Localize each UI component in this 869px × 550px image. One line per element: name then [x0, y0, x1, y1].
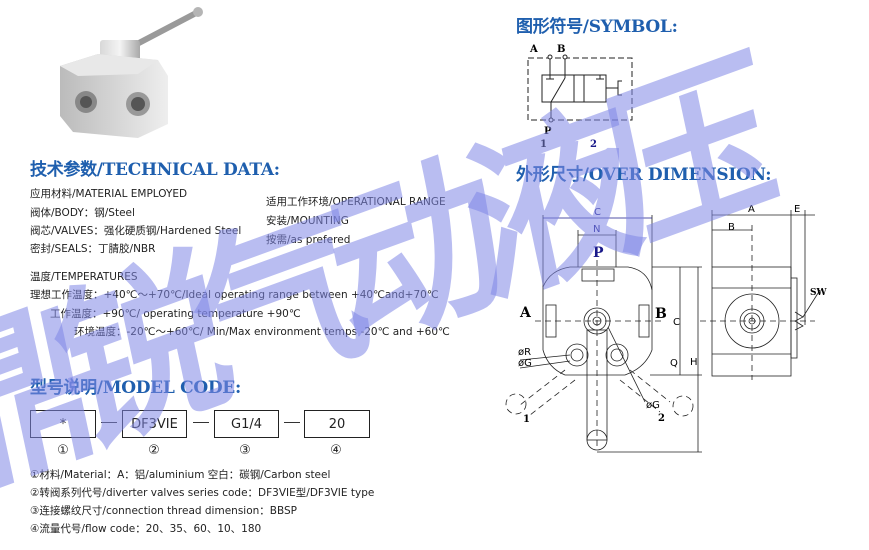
mounting-value: 按需/as prefered — [266, 234, 351, 246]
symbol-label-b: B — [557, 44, 565, 55]
dim-label-a: A — [519, 305, 532, 321]
dim-label-phi-g: øG — [518, 358, 532, 369]
material-header: 应用材料/MATERIAL EMPLOYED — [30, 188, 188, 200]
symbol-label-a: A — [529, 44, 538, 55]
seals-material: 密封/SEALS：丁腈胶/NBR — [30, 243, 156, 255]
dim-label-phi-g2: øG — [646, 400, 660, 411]
dim-label-h: H — [690, 357, 698, 368]
mounting: 安装/MOUNTING — [266, 215, 349, 227]
dim-label-e: E — [794, 204, 800, 215]
model-code-material-box: * — [30, 410, 96, 438]
symbol-title: 图形符号/SYMBOL: — [516, 17, 678, 37]
technical-data-title: 技术参数/TECHNICAL DATA: — [30, 160, 280, 180]
over-dimension-title: 外形尺寸/OVER DIMENSION: — [516, 165, 772, 185]
body-material: 阀体/BODY：钢/Steel — [30, 207, 135, 219]
dim-label-phi-r: øR — [518, 347, 531, 358]
symbol-label-2: 2 — [590, 139, 597, 150]
dim-label-side-b: B — [728, 222, 735, 233]
operating-temperature: 工作温度：+90℃/ operating temperature +90℃ — [50, 308, 301, 320]
temperatures-header: 温度/TEMPERATURES — [30, 271, 138, 283]
valves-material: 阀芯/VALVES：强化硬质钢/Hardened Steel — [30, 225, 242, 237]
hydraulic-symbol: A B P 1 2 — [527, 44, 633, 150]
dim-label-n: N — [593, 224, 600, 235]
separator — [101, 422, 117, 423]
symbol-label-1: 1 — [540, 139, 547, 150]
product-photo — [60, 7, 203, 138]
dimension-drawing: C N P A B øR øG øG Q C H 1 2 A B E SW — [505, 204, 827, 453]
dim-label-p: P — [593, 245, 604, 261]
dim-label-side-a: A — [748, 204, 755, 215]
separator — [193, 422, 209, 423]
circled-number: ① — [57, 443, 69, 458]
symbol-label-p: P — [544, 126, 552, 137]
circled-number: ③ — [239, 443, 251, 458]
model-note: ④流量代号/flow code：20、35、60、10、180 — [30, 523, 262, 535]
circled-number: ④ — [330, 443, 342, 458]
model-note: ③连接螺纹尺寸/connection thread dimension：BBSP — [30, 505, 298, 517]
dim-label-1: 1 — [523, 414, 530, 425]
model-note: ②转阀系列代号/diverter valves series code：DF3V… — [30, 487, 375, 499]
model-code-thread-box: G1/4 — [214, 410, 279, 438]
environment-temperature: 环境温度：-20℃～+60℃/ Min/Max environment temp… — [74, 326, 450, 338]
dim-label-q: Q — [670, 358, 678, 369]
dim-label-2: 2 — [658, 413, 665, 424]
model-note: ①材料/Material：A：铝/aluminium 空白：碳钢/Carbon … — [30, 469, 331, 481]
dim-label-c-vertical: C — [673, 317, 680, 328]
separator — [284, 422, 300, 423]
dim-label-sw: SW — [810, 288, 827, 298]
operational-range: 适用工作环境/OPERATIONAL RANGE — [266, 196, 446, 208]
ideal-temperature: 理想工作温度：+40℃～+70℃/Ideal operating range b… — [30, 289, 439, 301]
circled-number: ② — [148, 443, 160, 458]
dim-label-b: B — [655, 306, 667, 322]
dim-label-c: C — [594, 207, 601, 218]
model-code-flow-box: 20 — [304, 410, 370, 438]
model-code-series-box: DF3VIE — [122, 410, 187, 438]
model-code-title: 型号说明/MODEL CODE: — [30, 378, 241, 398]
